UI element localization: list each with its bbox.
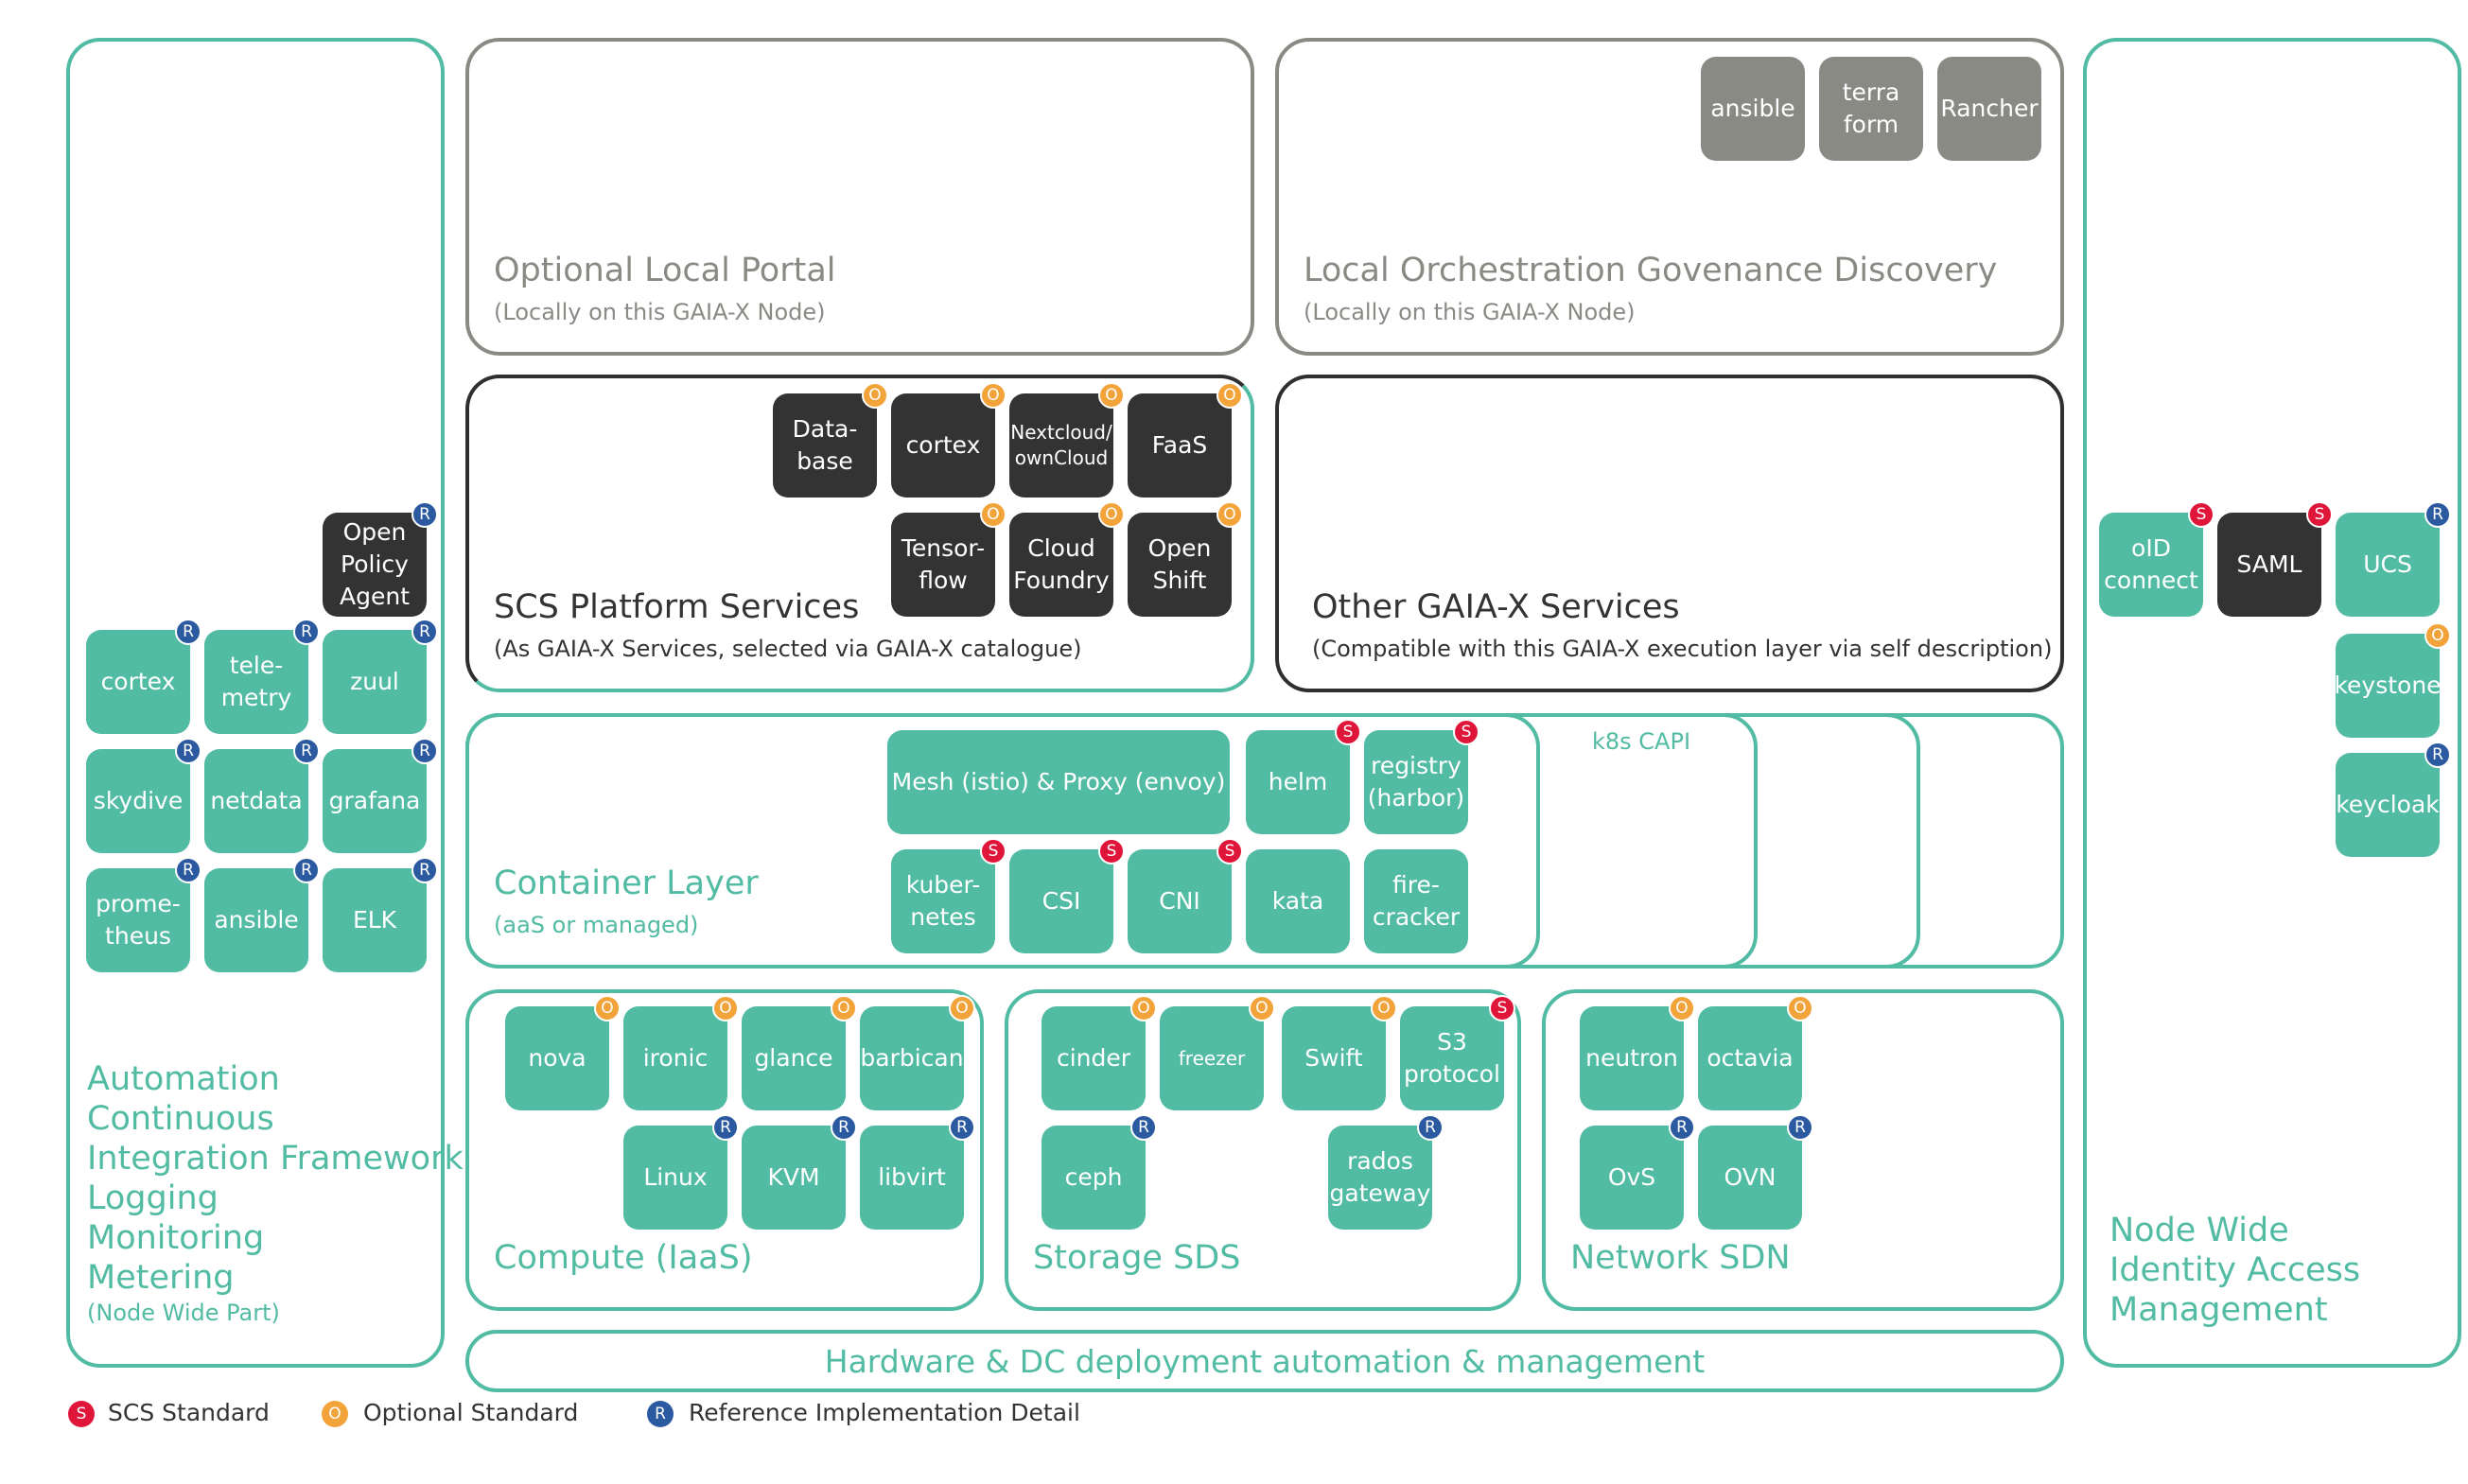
local-portal-panel — [465, 38, 1254, 356]
orchestration-subtitle: (Locally on this GAIA-X Node) — [1304, 299, 1636, 325]
other-services-subtitle: (Compatible with this GAIA-X execution l… — [1312, 636, 2053, 662]
legend-reference-label: Reference Implementation Detail — [689, 1399, 1080, 1426]
tile-mesh-proxy[interactable]: Mesh (istio) & Proxy (envoy) — [887, 730, 1230, 834]
hardware-bar: Hardware & DC deployment automation & ma… — [465, 1330, 2064, 1392]
tile-rancher[interactable]: Rancher — [1937, 57, 2041, 161]
compute-title: Compute (IaaS) — [494, 1239, 753, 1277]
container-layer-subtitle: (aaS or managed) — [494, 912, 699, 938]
tile-registry[interactable]: registry (harbor)S — [1364, 719, 1479, 834]
tile-ansible-orchestration[interactable]: ansible — [1701, 57, 1805, 161]
platform-services-title: SCS Platform Services — [494, 588, 860, 626]
legend-optional-label: Optional Standard — [363, 1399, 579, 1426]
storage-title: Storage SDS — [1033, 1239, 1241, 1277]
container-layer-title: Container Layer — [494, 864, 759, 902]
tile-kata[interactable]: kata — [1246, 849, 1350, 953]
tile-firecracker[interactable]: fire- cracker — [1364, 849, 1468, 953]
legend-scs-label: SCS Standard — [108, 1399, 270, 1426]
hardware-label: Hardware & DC deployment automation & ma… — [824, 1342, 1706, 1380]
orchestration-title: Local Orchestration Govenance Discovery — [1304, 252, 1998, 289]
local-portal-title: Optional Local Portal — [494, 252, 836, 289]
platform-services-subtitle: (As GAIA-X Services, selected via GAIA-X… — [494, 636, 1082, 662]
network-title: Network SDN — [1570, 1239, 1791, 1277]
legend-optional-icon: O — [322, 1401, 348, 1427]
orchestration-panel — [1275, 38, 2064, 356]
identity-title: Node Wide Identity Access Management — [2109, 1212, 2361, 1329]
automation-subtitle: (Node Wide Part) — [87, 1300, 280, 1326]
legend-scs-icon: S — [68, 1401, 95, 1427]
container-layer-panel — [465, 713, 1540, 969]
other-services-title: Other GAIA-X Services — [1312, 588, 1680, 626]
k8s-capi-label: k8s CAPI — [1592, 728, 1691, 755]
local-portal-subtitle: (Locally on this GAIA-X Node) — [494, 299, 826, 325]
automation-title: Automation Continuous Integration Framew… — [87, 1060, 464, 1297]
legend-reference-icon: R — [647, 1401, 674, 1427]
other-services-panel — [1275, 375, 2064, 692]
tile-terraform[interactable]: terra form — [1819, 57, 1923, 161]
